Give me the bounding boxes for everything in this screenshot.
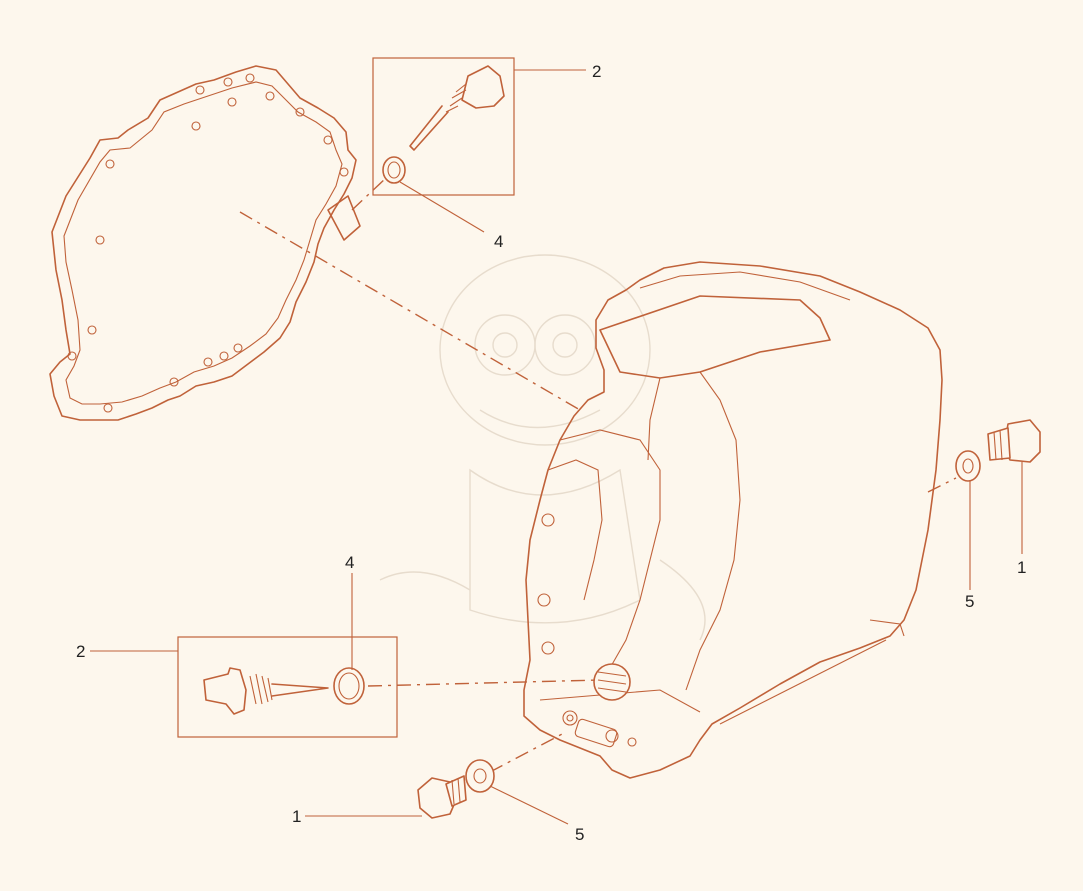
alignment-line-gasket <box>239 211 581 411</box>
filler-plug-bottom <box>203 667 329 715</box>
alignment-line-top-oring <box>351 177 387 211</box>
watermark-mascot <box>379 254 706 641</box>
drain-bolt-bottom <box>417 775 467 819</box>
alignment-line-bottom-bolt <box>489 731 567 773</box>
callout-labels: 2 4 1 5 4 2 1 5 <box>76 62 1026 844</box>
sealing-washer-bottom <box>465 759 495 793</box>
callout-2-top: 2 <box>592 62 601 81</box>
crankcase-housing <box>523 261 943 779</box>
callout-1-bottom: 1 <box>292 807 301 826</box>
callout-4-bottom: 4 <box>345 553 354 572</box>
bottom-detail-box <box>177 636 398 738</box>
callout-4-top: 4 <box>494 232 503 251</box>
alignment-line-bottom-plug <box>367 679 601 687</box>
callout-5-right: 5 <box>965 592 974 611</box>
sealing-washer-right <box>955 450 981 482</box>
o-ring-top <box>382 156 406 184</box>
drain-bolt-right <box>987 419 1041 463</box>
callout-5-bottom: 5 <box>575 825 584 844</box>
leader-lines <box>90 69 1023 825</box>
callout-1-right: 1 <box>1017 558 1026 577</box>
top-detail-box <box>372 57 515 196</box>
callout-2-bottom: 2 <box>76 642 85 661</box>
side-cover-gasket <box>49 65 361 421</box>
gasket-bolt-holes <box>67 73 349 413</box>
filler-plug-top <box>409 65 505 151</box>
alignment-line-right-bolt <box>927 477 957 493</box>
